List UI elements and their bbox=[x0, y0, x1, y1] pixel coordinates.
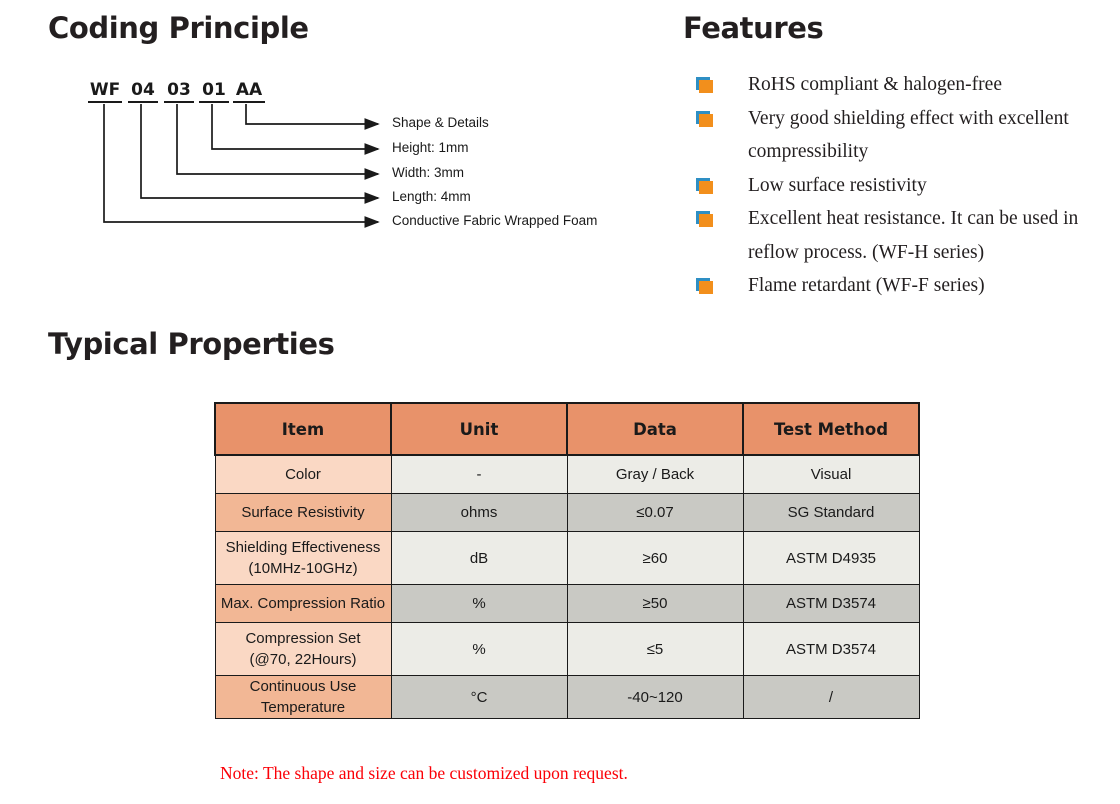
leader-line-0 bbox=[245, 104, 380, 130]
table-cell-test: ASTM D3574 bbox=[742, 584, 920, 623]
leader-label-4: Conductive Fabric Wrapped Foam bbox=[392, 213, 598, 228]
code-segment-3: 01 bbox=[199, 80, 229, 103]
coding-leader-lines-svg bbox=[103, 104, 380, 228]
table-cell-item: Max. Compression Ratio bbox=[214, 584, 392, 623]
table-cell-test: SG Standard bbox=[742, 493, 920, 532]
table-cell-item: Compression Set (@70, 22Hours) bbox=[214, 622, 392, 676]
table-row: Shielding Effectiveness (10MHz-10GHz) dB≥6… bbox=[214, 531, 920, 585]
feature-item-label: Flame retardant (WF-F series) bbox=[748, 275, 985, 296]
leader-label-0: Shape & Details bbox=[392, 115, 489, 130]
code-segment-0: WF bbox=[88, 80, 122, 103]
bullet-square-icon bbox=[696, 177, 713, 194]
leader-label-1: Height: 1mm bbox=[392, 140, 469, 155]
table-cell-item-line1: Continuous Use Temperature bbox=[249, 678, 357, 716]
table-cell-data: ≤5 bbox=[566, 622, 744, 676]
table-column-header-data: Data bbox=[566, 402, 744, 456]
bullet-front-square bbox=[699, 80, 713, 93]
bullet-front-square bbox=[699, 214, 713, 227]
feature-item: Low surface resistivity bbox=[696, 169, 1106, 203]
code-segment-4: AA bbox=[233, 80, 265, 103]
table-cell-item-line1: Compression Set bbox=[245, 630, 361, 647]
bullet-square-icon bbox=[696, 211, 713, 227]
feature-item-label: Excellent heat resistance. It can be use… bbox=[748, 208, 1079, 263]
table-cell-unit: - bbox=[390, 454, 568, 494]
bullet-front-square bbox=[699, 180, 713, 194]
bullet-square-icon bbox=[696, 110, 713, 127]
feature-item: RoHS compliant & halogen-free bbox=[696, 68, 1106, 102]
page-title-features: Features bbox=[683, 11, 824, 45]
table-cell-test: / bbox=[742, 675, 920, 719]
table-cell-item: Color bbox=[214, 454, 392, 494]
leader-label-2: Width: 3mm bbox=[392, 165, 465, 180]
table-cell-data: -40~120 bbox=[566, 675, 744, 719]
feature-item-label: Low surface resistivity bbox=[748, 174, 927, 196]
table-cell-item: Shielding Effectiveness (10MHz-10GHz) bbox=[214, 531, 392, 585]
feature-item: Flame retardant (WF-F series) bbox=[696, 269, 1106, 303]
table-column-header-test-method: Test Method bbox=[742, 402, 920, 456]
leader-label-3: Length: 4mm bbox=[392, 189, 471, 204]
bullet-front-square bbox=[699, 113, 713, 127]
table-cell-unit: % bbox=[390, 584, 568, 623]
leader-line-3 bbox=[140, 104, 380, 204]
code-segment-2: 03 bbox=[164, 80, 194, 103]
table-cell-unit: ohms bbox=[390, 493, 568, 532]
table-cell-item: Surface Resistivity bbox=[214, 493, 392, 532]
table-cell-item-line1: Color bbox=[285, 466, 321, 483]
table-column-header-unit: Unit bbox=[390, 402, 568, 456]
leader-line-4 bbox=[103, 104, 380, 228]
feature-item-label: RoHS compliant & halogen-free bbox=[748, 74, 1002, 95]
table-cell-data: ≥50 bbox=[566, 584, 744, 623]
table-row: Continuous Use Temperature °C-40~120/ bbox=[214, 675, 920, 719]
table-cell-test: ASTM D4935 bbox=[742, 531, 920, 585]
leader-line-2 bbox=[176, 104, 380, 180]
table-cell-data: ≤0.07 bbox=[566, 493, 744, 532]
table-note: Note: The shape and size can be customiz… bbox=[220, 763, 628, 783]
leader-line-1 bbox=[211, 104, 380, 155]
table-cell-data: ≥60 bbox=[566, 531, 744, 585]
table-cell-item-line1: Shielding Effectiveness bbox=[225, 539, 381, 556]
table-cell-item-line1: Max. Compression Ratio bbox=[220, 595, 386, 612]
page-title-coding-principle: Coding Principle bbox=[48, 11, 309, 45]
code-segment-1: 04 bbox=[128, 80, 158, 103]
table-cell-unit: % bbox=[390, 622, 568, 676]
table-cell-item-line1: Surface Resistivity bbox=[241, 504, 365, 521]
table-cell-unit: °C bbox=[390, 675, 568, 719]
bullet-front-square bbox=[699, 281, 713, 294]
table-cell-unit: dB bbox=[390, 531, 568, 585]
table-cell-item: Continuous Use Temperature bbox=[214, 675, 392, 719]
bullet-square-icon bbox=[696, 77, 713, 93]
table-cell-test: ASTM D3574 bbox=[742, 622, 920, 676]
bullet-square-icon bbox=[696, 278, 713, 294]
feature-item: Very good shielding effect with excellen… bbox=[696, 102, 1106, 169]
table-cell-item-line2: (10MHz-10GHz) bbox=[248, 560, 358, 577]
table-cell-item-line2: (@70, 22Hours) bbox=[249, 651, 357, 668]
table-cell-test: Visual bbox=[742, 454, 920, 494]
page-title-typical-properties: Typical Properties bbox=[48, 327, 335, 361]
feature-item-label: Very good shielding effect with excellen… bbox=[748, 107, 1069, 163]
feature-item: Excellent heat resistance. It can be use… bbox=[696, 202, 1106, 269]
table-column-header-item: Item bbox=[214, 402, 392, 456]
table-cell-data: Gray / Back bbox=[566, 454, 744, 494]
